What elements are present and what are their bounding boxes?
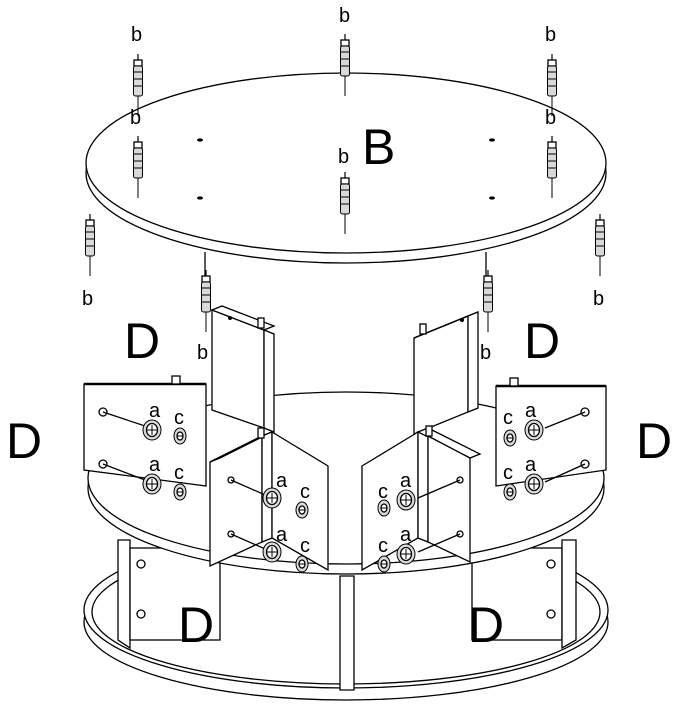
label-panel-left: D	[6, 413, 42, 469]
label-dowel: b	[131, 24, 142, 46]
label-cam-lock: a	[276, 470, 288, 492]
label-dowel: b	[130, 107, 141, 129]
label-panel-lower-left: D	[178, 597, 214, 653]
label-cam-lock: a	[276, 524, 288, 546]
upper-panel-back-left	[210, 305, 276, 433]
label-dowel: b	[545, 24, 556, 46]
label-panel-lower-right: D	[468, 597, 504, 653]
label-dowel: b	[480, 342, 491, 364]
label-cam-lock: a	[400, 470, 412, 492]
label-cam-bolt: c	[174, 462, 184, 484]
label-cam-lock: a	[525, 454, 537, 476]
label-cam-bolt: c	[300, 535, 310, 557]
upper-panel-right	[495, 377, 607, 487]
label-top-board: B	[362, 119, 395, 175]
label-panel-right: D	[636, 413, 672, 469]
upper-panel-front-right	[361, 425, 482, 572]
label-panel-back-right: D	[524, 313, 560, 369]
label-cam-bolt: c	[378, 535, 388, 557]
top-board	[85, 72, 607, 300]
label-cam-bolt: c	[503, 462, 513, 484]
label-cam-bolt: c	[378, 481, 388, 503]
label-cam-lock: a	[400, 524, 412, 546]
label-dowel: b	[339, 5, 350, 27]
label-dowel: b	[197, 342, 208, 364]
label-cam-lock: a	[149, 400, 161, 422]
label-panel-back-left: D	[124, 313, 160, 369]
label-cam-lock: a	[525, 400, 537, 422]
label-dowel: b	[338, 146, 349, 168]
label-dowel: b	[593, 288, 604, 310]
label-cam-bolt: c	[503, 407, 513, 429]
label-cam-bolt: c	[174, 407, 184, 429]
label-cam-lock: a	[149, 454, 161, 476]
label-dowel: b	[82, 288, 93, 310]
upper-panel-back-right	[413, 311, 479, 435]
upper-panel-front-left	[209, 427, 329, 572]
label-cam-bolt: c	[300, 481, 310, 503]
label-dowel: b	[545, 107, 556, 129]
